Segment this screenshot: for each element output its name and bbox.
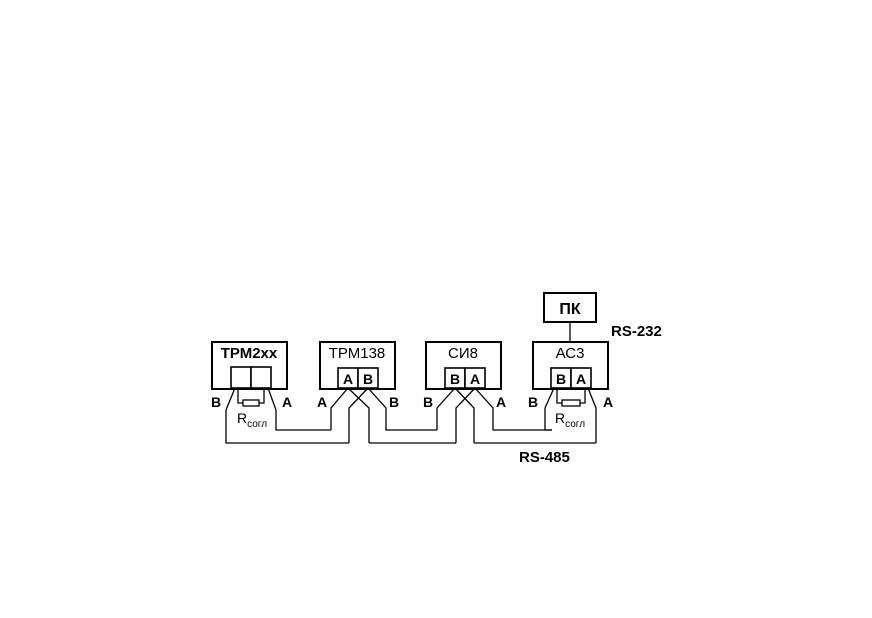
si8-wire-b-cross: [454, 387, 475, 443]
trm2xx-resistor-label: Rсогл: [237, 410, 267, 430]
trm2xx-wire-label-a: A: [282, 394, 292, 410]
ac3-terminal-a-label: A: [576, 371, 586, 387]
trm2xx-terminal-left: [230, 366, 252, 389]
trm138-wire-label-b: B: [389, 394, 399, 410]
si8-wire-a-cross: [455, 387, 476, 443]
trm138-wire-b-cross: [348, 387, 369, 443]
si8-wire-a: [474, 387, 552, 431]
ac3-terminal-a: [570, 367, 592, 389]
si8-label: СИ8: [448, 345, 478, 362]
trm2xx-wire-a: [267, 387, 331, 431]
si8-wire-label-a: A: [496, 394, 506, 410]
trm2xx-wiring: [225, 387, 349, 444]
trm138-wire-b: [367, 387, 437, 431]
pc-block: ПК: [543, 292, 597, 323]
ac3-terminal-b-label: B: [556, 371, 566, 387]
rs485-label: RS-485: [519, 449, 570, 466]
trm2xx-wire-b: [225, 387, 349, 444]
trm2xx-resistor-lead-right: [259, 388, 265, 404]
ac3-wiring: [544, 387, 597, 443]
device-si8: СИ8 B A: [425, 341, 502, 390]
si8-wire-label-b: B: [423, 394, 433, 410]
device-trm138: ТРМ138 A B: [319, 341, 396, 390]
ac3-wire-a: [587, 387, 597, 443]
ac3-label: АС3: [556, 345, 585, 362]
ac3-wire-label-b: B: [528, 394, 538, 410]
si8-wiring: [369, 387, 596, 444]
device-trm2xx: ТРМ2хх: [211, 341, 288, 390]
trm2xx-terminal-right: [250, 366, 272, 389]
si8-terminal-a-label: A: [470, 371, 480, 387]
trm138-wire-a-cross: [347, 387, 370, 443]
trm138-label: ТРМ138: [329, 345, 386, 362]
trm2xx-label: ТРМ2хх: [221, 345, 278, 362]
trm2xx-wire-label-b: B: [211, 394, 221, 410]
si8-terminal-b-label: B: [450, 371, 460, 387]
pc-label: ПК: [559, 301, 581, 318]
trm138-terminal-b-label: B: [363, 371, 373, 387]
ac3-wire-label-a: A: [603, 394, 613, 410]
trm2xx-termination-resistor: [242, 399, 260, 407]
trm138-terminal-a-label: A: [343, 371, 353, 387]
trm138-wire-label-a: A: [317, 394, 327, 410]
ac3-resistor-label: Rсогл: [555, 410, 585, 430]
si8-wire-b: [436, 387, 456, 430]
trm2xx-resistor-lead-left: [237, 388, 243, 404]
trm138-wire-a: [330, 387, 349, 430]
device-ac3: АС3 B A: [532, 341, 609, 390]
trm138-wiring: [330, 387, 437, 443]
ac3-resistor-lead-left: [556, 388, 562, 404]
trm138-box: [319, 341, 396, 390]
ac3-wire-b: [544, 387, 555, 431]
rs232-label: RS-232: [611, 323, 662, 340]
ac3-resistor-lead-right: [580, 388, 586, 404]
ac3-termination-resistor: [561, 399, 581, 407]
